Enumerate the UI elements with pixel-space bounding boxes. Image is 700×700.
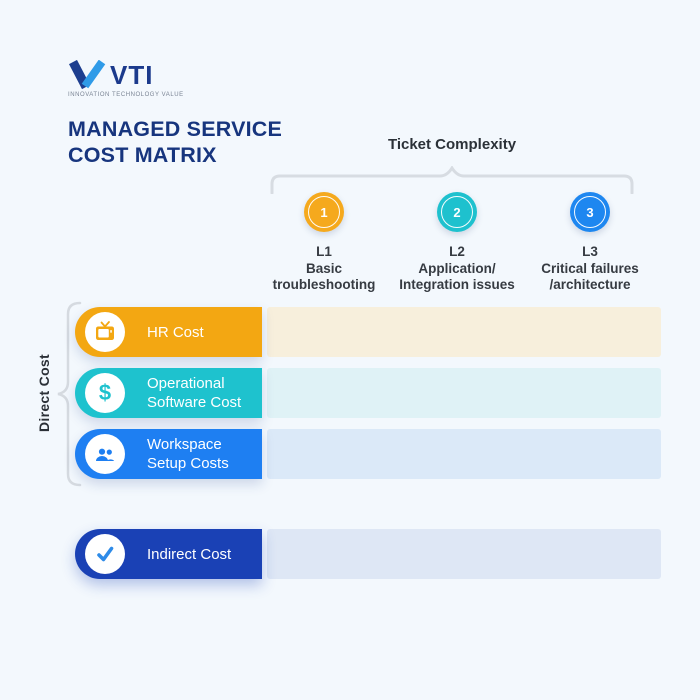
operational-software-label: Operational Software Cost [147, 375, 242, 411]
indirect-cost-badge [85, 534, 125, 574]
level-2-desc2: Integration issues [399, 277, 515, 292]
vti-logo-tagline: INNOVATION TECHNOLOGY VALUE [68, 92, 184, 98]
check-icon [97, 546, 114, 562]
level-1-code: L1 [316, 244, 332, 259]
dollar-icon: $ [98, 380, 112, 405]
tv-icon [96, 321, 114, 340]
level-3-label: L3 Critical failures /architecture [515, 244, 665, 294]
users-icon [96, 448, 115, 461]
vti-logo-v-icon [69, 60, 106, 90]
direct-cost-label: Direct Cost [36, 354, 52, 432]
ticket-complexity-header: Ticket Complexity [387, 136, 517, 153]
indirect-cost-band [267, 529, 661, 579]
hr-cost-band [267, 307, 661, 357]
page-title: MANAGED SERVICE COST MATRIX [68, 116, 282, 168]
level-2-circle: 2 [437, 192, 477, 232]
workspace-setup-pill: Workspace Setup Costs [75, 429, 262, 479]
workspace-setup-badge [85, 434, 125, 474]
hr-cost-label: HR Cost [147, 323, 204, 341]
level-3-code: L3 [582, 244, 598, 259]
matrix-row-hr-cost: HR Cost [75, 307, 661, 357]
direct-cost-brace [57, 301, 82, 487]
workspace-setup-band [267, 429, 661, 479]
top-brace [270, 166, 634, 194]
level-column-l3: 3 L3 Critical failures /architecture [515, 192, 665, 294]
level-1-desc1: Basic [305, 260, 343, 276]
operational-software-band [267, 368, 661, 418]
hr-cost-pill: HR Cost [75, 307, 262, 357]
level-1-label: L1 Basic troubleshooting [249, 244, 399, 294]
operational-software-pill: $ Operational Software Cost [75, 368, 262, 418]
level-2-code: L2 [449, 244, 465, 259]
level-column-l2: 2 L2 Application/ Integration issues [382, 192, 532, 294]
level-column-l1: 1 L1 Basic troubleshooting [249, 192, 399, 294]
level-1-circle: 1 [304, 192, 344, 232]
matrix-row-operational-software-cost: $ Operational Software Cost [75, 368, 661, 418]
workspace-setup-label: Workspace Setup Costs [147, 436, 229, 472]
indirect-cost-label: Indirect Cost [147, 545, 232, 563]
operational-software-badge: $ [85, 373, 125, 413]
level-3-circle: 3 [570, 192, 610, 232]
hr-cost-badge [85, 312, 125, 352]
page-title-line2: COST MATRIX [68, 143, 217, 167]
level-2-label: L2 Application/ Integration issues [382, 244, 532, 294]
indirect-cost-pill: Indirect Cost [75, 529, 262, 579]
matrix-row-indirect-cost: Indirect Cost [75, 529, 661, 579]
level-2-ring [441, 196, 473, 228]
level-1-desc2: troubleshooting [272, 277, 376, 292]
level-2-desc1: Application/ [418, 260, 496, 276]
level-3-desc2: /architecture [549, 277, 631, 292]
level-3-ring [574, 196, 606, 228]
matrix-row-workspace-setup-costs: Workspace Setup Costs [75, 429, 661, 479]
page-title-line1: MANAGED SERVICE [68, 117, 283, 141]
level-3-desc1: Critical failures [541, 260, 639, 276]
level-1-ring [308, 196, 340, 228]
vti-logo: VTI INNOVATION TECHNOLOGY VALUE [68, 60, 184, 98]
vti-logo-row: VTI [68, 60, 184, 90]
vti-logo-text: VTI [110, 60, 154, 90]
